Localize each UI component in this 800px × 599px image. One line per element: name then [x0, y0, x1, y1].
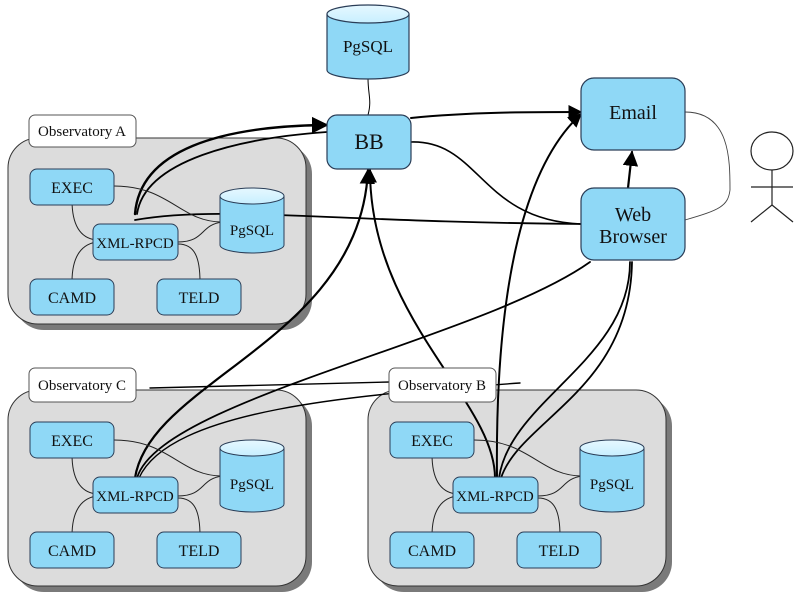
svg-text:TELD: TELD: [179, 290, 220, 307]
bb-label: BB: [354, 129, 383, 154]
svg-text:PgSQL: PgSQL: [230, 223, 274, 239]
edge-obsb-email: [495, 113, 583, 479]
svg-text:TELD: TELD: [539, 543, 580, 560]
bb-node[interactable]: BB: [326, 114, 412, 170]
observatory-a-teld-node[interactable]: TELD: [156, 278, 242, 316]
observatory-c-xmlrpcd-node[interactable]: XML-RPCD: [92, 476, 179, 514]
observatory-b-label: Observatory B: [398, 378, 486, 394]
edge-obsb-bb: [363, 168, 496, 479]
edge-obsc-obsb: [149, 381, 391, 389]
observatory-c-teld-node[interactable]: TELD: [156, 531, 242, 569]
edge-bb-email: [410, 105, 583, 120]
edge-email-user: [684, 111, 731, 221]
edges: [133, 77, 731, 480]
edge-obsc-webbrowser: [136, 261, 591, 479]
observatory-a-camd-node[interactable]: CAMD: [29, 278, 115, 316]
observatory-a-pgsql-cylinder: PgSQL: [219, 187, 285, 254]
edge-obsa-webbrowser: [134, 212, 582, 225]
observatory-b-links: [431, 439, 583, 537]
edge-obsb-webbrowser-1: [498, 261, 631, 479]
svg-text:CAMD: CAMD: [48, 290, 96, 307]
email-node[interactable]: Email: [580, 77, 686, 151]
observatory-b-camd-node[interactable]: CAMD: [389, 531, 475, 569]
observatory-c-exec-node[interactable]: EXEC: [29, 421, 115, 459]
observatory-b-exec-node[interactable]: EXEC: [389, 421, 475, 459]
user-icon: [750, 131, 794, 223]
observatory-c-camd-node[interactable]: CAMD: [29, 531, 115, 569]
observatory-b-label-box: Observatory B: [388, 367, 497, 403]
observatory-c-label: Observatory C: [38, 378, 126, 394]
svg-text:PgSQL: PgSQL: [590, 477, 634, 493]
svg-text:XML-RPCD: XML-RPCD: [96, 489, 174, 505]
web-browser-label-line2: Browser: [599, 226, 667, 248]
edge-obsb-webbrowser-2: [500, 261, 633, 479]
observatory-c-label-box: Observatory C: [28, 367, 137, 403]
observatory-a-label-box: Observatory A: [28, 114, 137, 148]
observatory-a-label: Observatory A: [38, 124, 126, 140]
observatory-a: Observatory A EXEC XML-RPCD PgSQL CAMD T…: [28, 114, 285, 316]
svg-text:EXEC: EXEC: [51, 433, 93, 450]
svg-text:CAMD: CAMD: [408, 543, 456, 560]
central-pgsql-label: PgSQL: [343, 37, 393, 56]
central-pgsql-cylinder: PgSQL: [326, 4, 410, 80]
edge-pgsql-bb: [367, 77, 371, 116]
svg-text:XML-RPCD: XML-RPCD: [96, 236, 174, 252]
svg-text:TELD: TELD: [179, 543, 220, 560]
observatory-a-exec-node[interactable]: EXEC: [29, 168, 115, 206]
edge-obsa-bb-1: [133, 116, 329, 216]
edge-webbrowser-email: [622, 150, 639, 190]
web-browser-label-line1: Web: [615, 204, 651, 226]
observatory-a-links: [71, 185, 223, 283]
email-label: Email: [609, 102, 657, 124]
observatory-c-links: [71, 439, 223, 537]
observatory-b-pgsql-cylinder: PgSQL: [579, 439, 645, 513]
svg-text:CAMD: CAMD: [48, 543, 96, 560]
observatory-b-xmlrpcd-node[interactable]: XML-RPCD: [452, 476, 539, 514]
edge-obsc-bb: [133, 168, 376, 480]
observatory-c: Observatory C EXEC XML-RPCD PgSQL CAMD T…: [28, 367, 285, 569]
edge-bb-webbrowser: [410, 141, 582, 225]
observatory-a-xmlrpcd-node[interactable]: XML-RPCD: [92, 223, 179, 261]
edge-obsa-bb-2: [136, 131, 328, 215]
observatory-c-pgsql-cylinder: PgSQL: [219, 439, 285, 513]
svg-text:XML-RPCD: XML-RPCD: [456, 489, 534, 505]
svg-text:EXEC: EXEC: [411, 433, 453, 450]
observatory-b: Observatory B EXEC XML-RPCD PgSQL CAMD T…: [388, 367, 645, 569]
observatory-b-teld-node[interactable]: TELD: [516, 531, 602, 569]
web-browser-node[interactable]: Web Browser: [580, 187, 686, 261]
svg-text:PgSQL: PgSQL: [230, 477, 274, 493]
svg-text:EXEC: EXEC: [51, 180, 93, 197]
